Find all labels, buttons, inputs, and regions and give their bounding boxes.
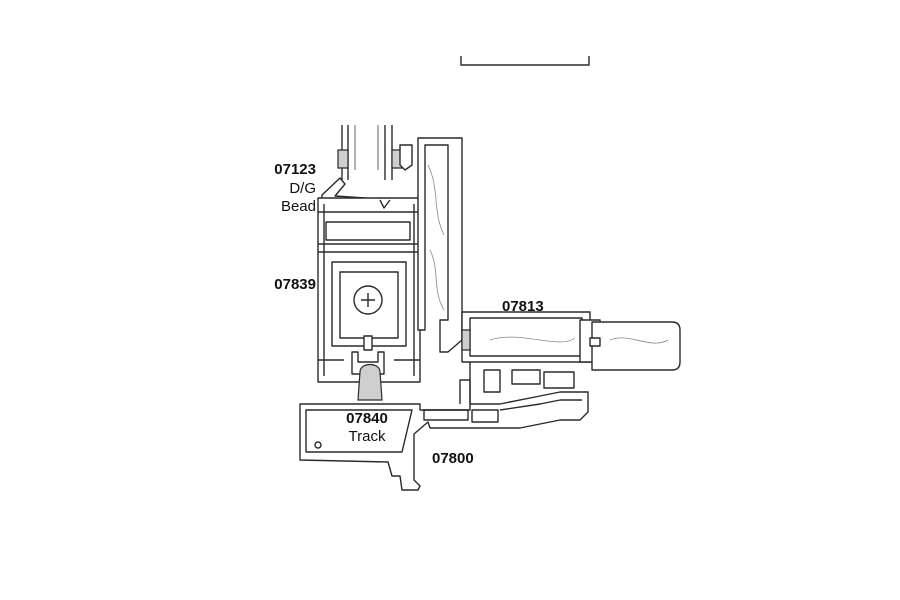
frame-07839-profile bbox=[317, 197, 421, 383]
bead-code-label: 07123 bbox=[274, 161, 316, 178]
track-name-label: Track bbox=[348, 428, 386, 445]
bead-dg-label: D/G bbox=[289, 180, 316, 197]
sash-code-label: 07813 bbox=[502, 298, 544, 315]
track-code-label: 07840 bbox=[346, 410, 388, 427]
glass-unit bbox=[337, 125, 403, 180]
external-panel bbox=[589, 321, 681, 371]
scale-bar bbox=[460, 56, 590, 66]
bead-name-label: Bead bbox=[280, 198, 316, 215]
sill-code-label: 07800 bbox=[432, 450, 474, 467]
track-07840-profile bbox=[357, 335, 383, 401]
frame-code-label: 07839 bbox=[274, 276, 316, 293]
sash-07813-profile bbox=[461, 311, 601, 363]
sill-07800-profile bbox=[299, 362, 589, 491]
sash-side-profile bbox=[417, 137, 463, 353]
